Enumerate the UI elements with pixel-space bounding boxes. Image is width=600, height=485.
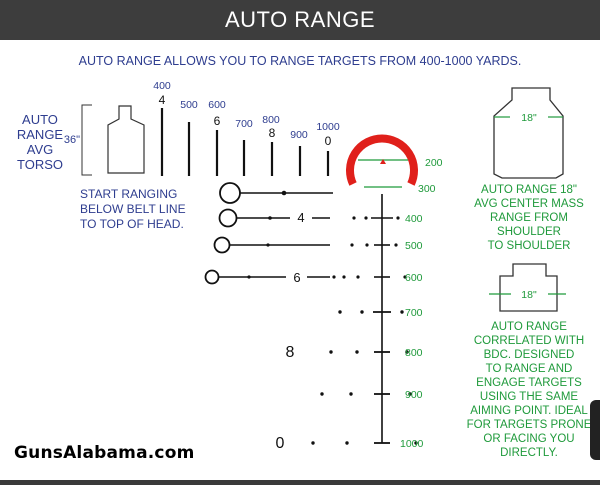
top-scale-number: 400 [153,80,171,92]
bdc-post [371,194,393,444]
reticle-digit: 8 [269,126,276,140]
watermark: GunsAlabama.com [14,443,195,463]
prone-silhouette: 18" [489,263,566,312]
torso-silhouette: 36" [64,104,145,176]
right-top-caption-line: AUTO RANGE 18" [481,184,577,196]
left-label-line: AVG [27,142,54,157]
stadia-digit: 4 [297,210,304,225]
top-scale-number: 900 [290,129,308,141]
reticle-digit: 6 [214,114,221,128]
right-top-caption-line: TO SHOULDER [488,240,571,252]
width-label: 18" [521,112,537,124]
right-bottom-caption-line: AIMING POINT. IDEAL [470,405,588,417]
reticle-diagram: AUTO RANGE ALLOWS YOU TO RANGE TARGETS F… [17,54,592,459]
horseshoe-range-label: 300 [418,183,436,195]
right-bottom-caption-line: TO RANGE AND [486,363,573,375]
right-bottom-caption-line: BDC. DESIGNED [484,349,575,361]
ranging-note-line: BELOW BELT LINE [80,202,186,216]
horseshoe-range-label: 200 [425,157,443,169]
intro-text: AUTO RANGE ALLOWS YOU TO RANGE TARGETS F… [79,54,522,68]
center-mass-silhouette: 18" [493,87,564,179]
right-bottom-caption-line: OR FACING YOU [483,433,574,445]
top-scale-number: 800 [262,114,280,126]
bdc-range-label: 400 [405,213,423,225]
stadia-digit: 6 [293,270,300,285]
reticle-digit: 0 [325,134,332,148]
top-scale-number: 1000 [316,121,340,133]
reticle-digit: 4 [159,93,166,107]
bdc-range-label: 500 [405,240,423,252]
right-bottom-caption-line: ENGAGE TARGETS [476,377,582,389]
top-scale-number: 500 [180,99,198,111]
page-title: AUTO RANGE [0,0,600,40]
bdc-range-label: 700 [405,307,423,319]
stadia-dots [247,190,336,279]
left-label-line: RANGE [17,127,64,142]
torso-height-label: 36" [64,134,80,146]
ranging-note-line: START RANGING [80,187,177,201]
ranging-note-line: TO TOP OF HEAD. [80,217,184,231]
right-bottom-caption-line: DIRECTLY. [500,447,558,459]
bdc-digit: 0 [276,435,285,452]
top-scale-number: 700 [235,118,253,130]
frame-edge [590,400,600,460]
left-label-line: TORSO [17,157,63,172]
top-scale-bars [160,108,330,176]
width-label: 18" [521,289,537,301]
right-bottom-caption-line: CORRELATED WITH [474,335,584,347]
right-top-caption-line: RANGE FROM [490,212,568,224]
diagram-panel: AUTO RANGE ALLOWS YOU TO RANGE TARGETS F… [0,40,600,480]
bdc-dots [311,216,418,445]
bdc-range-label: 900 [405,389,423,401]
bdc-range-label: 1000 [400,438,424,450]
right-top-caption-line: AVG CENTER MASS [474,198,584,210]
right-bottom-caption-line: USING THE SAME [480,391,579,403]
right-bottom-caption-line: AUTO RANGE [491,321,567,333]
bdc-range-label: 600 [405,272,423,284]
right-bottom-caption-line: FOR TARGETS PRONE [467,419,592,431]
right-top-caption-line: SHOULDER [497,226,561,238]
bdc-range-label: 800 [405,347,423,359]
horseshoe-reticle [346,134,418,188]
left-label-line: AUTO [22,112,58,127]
top-scale-number: 600 [208,99,226,111]
stadia-lines [204,182,333,285]
bdc-digit: 8 [286,344,295,361]
